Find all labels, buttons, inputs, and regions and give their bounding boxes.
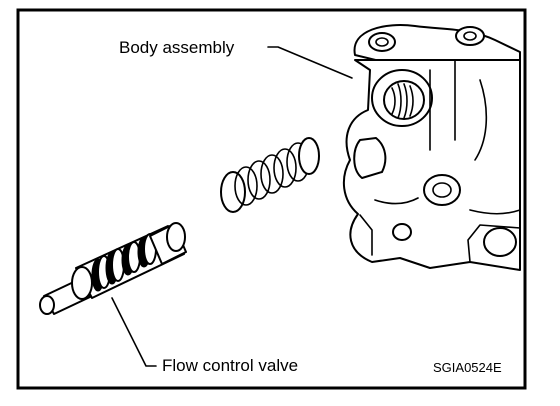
body-assembly (342, 24, 521, 271)
flow-control-valve (39, 222, 187, 315)
spring (220, 137, 320, 213)
flow-control-valve-label: Flow control valve (162, 356, 298, 375)
diagram-border (16, 8, 527, 390)
body-assembly-label: Body assembly (119, 38, 235, 57)
figure-code: SGIA0524E (433, 360, 502, 375)
flow-control-valve-leader (111, 297, 157, 367)
body-assembly-leader (267, 46, 353, 79)
